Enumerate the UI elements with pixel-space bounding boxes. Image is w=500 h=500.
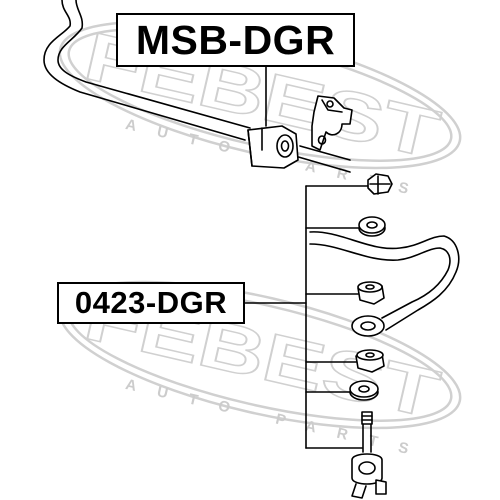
bushing-bracket — [311, 95, 353, 151]
link-nut — [367, 173, 393, 195]
leader-0423 — [244, 185, 369, 449]
link-washer-upper — [358, 216, 386, 237]
stabilizer-bar — [43, 0, 351, 173]
stabilizer-bar-arm — [309, 231, 460, 331]
link-bushing-upper — [357, 281, 385, 305]
part-label-0423-dgr: 0423-DGR — [57, 282, 245, 324]
stabilizer-link-rod — [351, 411, 387, 499]
part-label-msb-dgr: MSB-DGR — [116, 13, 355, 67]
stabilizer-bar-eye — [351, 315, 385, 337]
stabilizer-bushing — [247, 125, 299, 169]
link-bushing-lower — [355, 349, 385, 373]
link-washer-lower — [349, 380, 379, 401]
